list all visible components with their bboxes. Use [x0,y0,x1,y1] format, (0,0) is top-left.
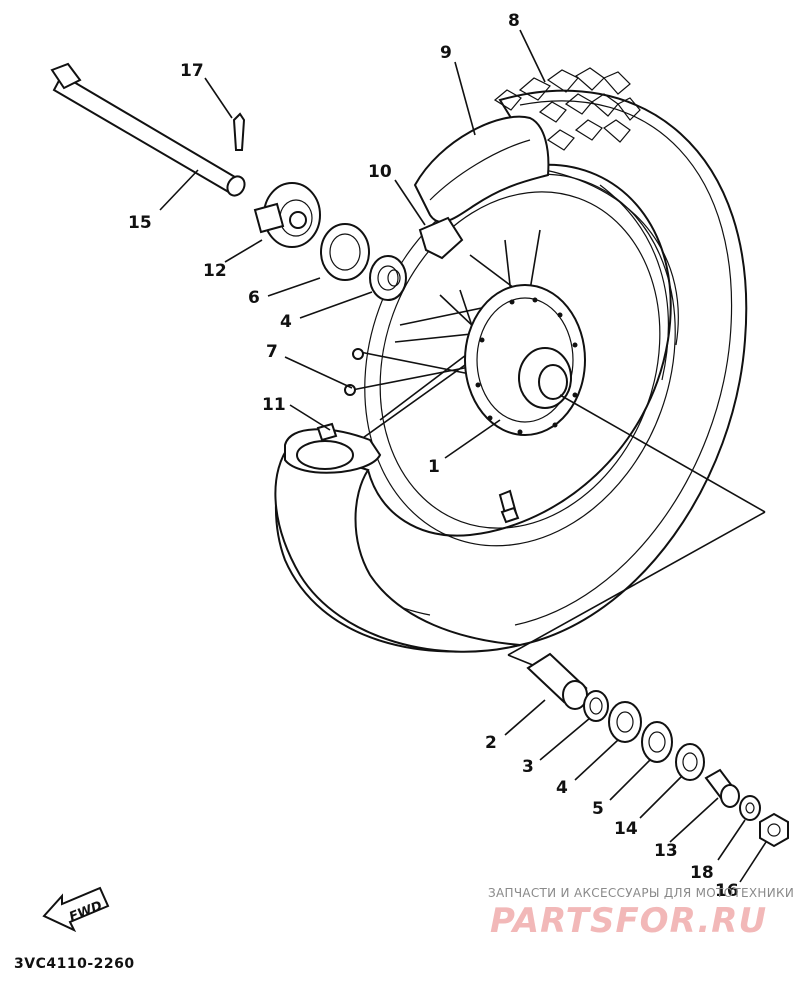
fork-leg-bottom [284,422,382,474]
callout-labels: 17 15 12 6 4 7 11 10 9 8 1 2 3 4 5 14 13… [128,11,739,901]
callout-13: 13 [654,841,678,861]
watermark-tagline: ЗАПЧАСТИ И АКСЕССУАРЫ ДЛЯ МОТОТЕХНИКИ [488,886,794,900]
dust-cover [675,743,705,781]
washer [739,795,761,821]
callout-14: 14 [614,819,638,839]
forward-direction-arrow: FWD [42,886,110,933]
bearing-right [608,701,642,743]
callout-9: 9 [440,43,452,63]
hub [464,284,586,436]
callout-4b: 4 [556,778,568,798]
axle-nut [759,812,789,848]
oil-seal-right [641,721,673,763]
callout-12: 12 [203,261,227,281]
callout-16: 16 [715,881,739,901]
callout-7: 7 [266,342,278,362]
callout-15: 15 [128,213,152,233]
callout-8: 8 [508,11,520,31]
axle [50,62,246,197]
watermark: ЗАПЧАСТИ И АКСЕССУАРЫ ДЛЯ МОТОТЕХНИКИ PA… [488,886,794,941]
bearing-left [369,255,407,301]
callout-17: 17 [180,61,204,81]
leader-lines-lower [504,699,767,883]
valve-stem [498,489,520,524]
drawing-code: 3VC4110-2260 [14,956,135,972]
callout-11: 11 [262,395,286,415]
callout-5: 5 [592,799,604,819]
collar [704,768,740,808]
spacer-collar [526,652,588,710]
rim [274,173,676,653]
spacer-flange [583,690,609,722]
callout-10: 10 [368,162,392,182]
callout-2: 2 [485,733,497,753]
callout-3: 3 [522,757,534,777]
callout-1: 1 [428,457,440,477]
inner-tube [413,115,550,223]
leader-lines-upper [159,29,546,459]
oil-seal-left [320,223,370,281]
callout-4a: 4 [280,312,292,332]
cotter-pin [232,112,246,151]
rim-band [418,216,464,260]
callout-6: 6 [248,288,260,308]
speedometer-gear-unit [253,182,321,248]
callout-18: 18 [690,863,714,883]
watermark-logo: PARTSFOR.RU [490,901,767,941]
